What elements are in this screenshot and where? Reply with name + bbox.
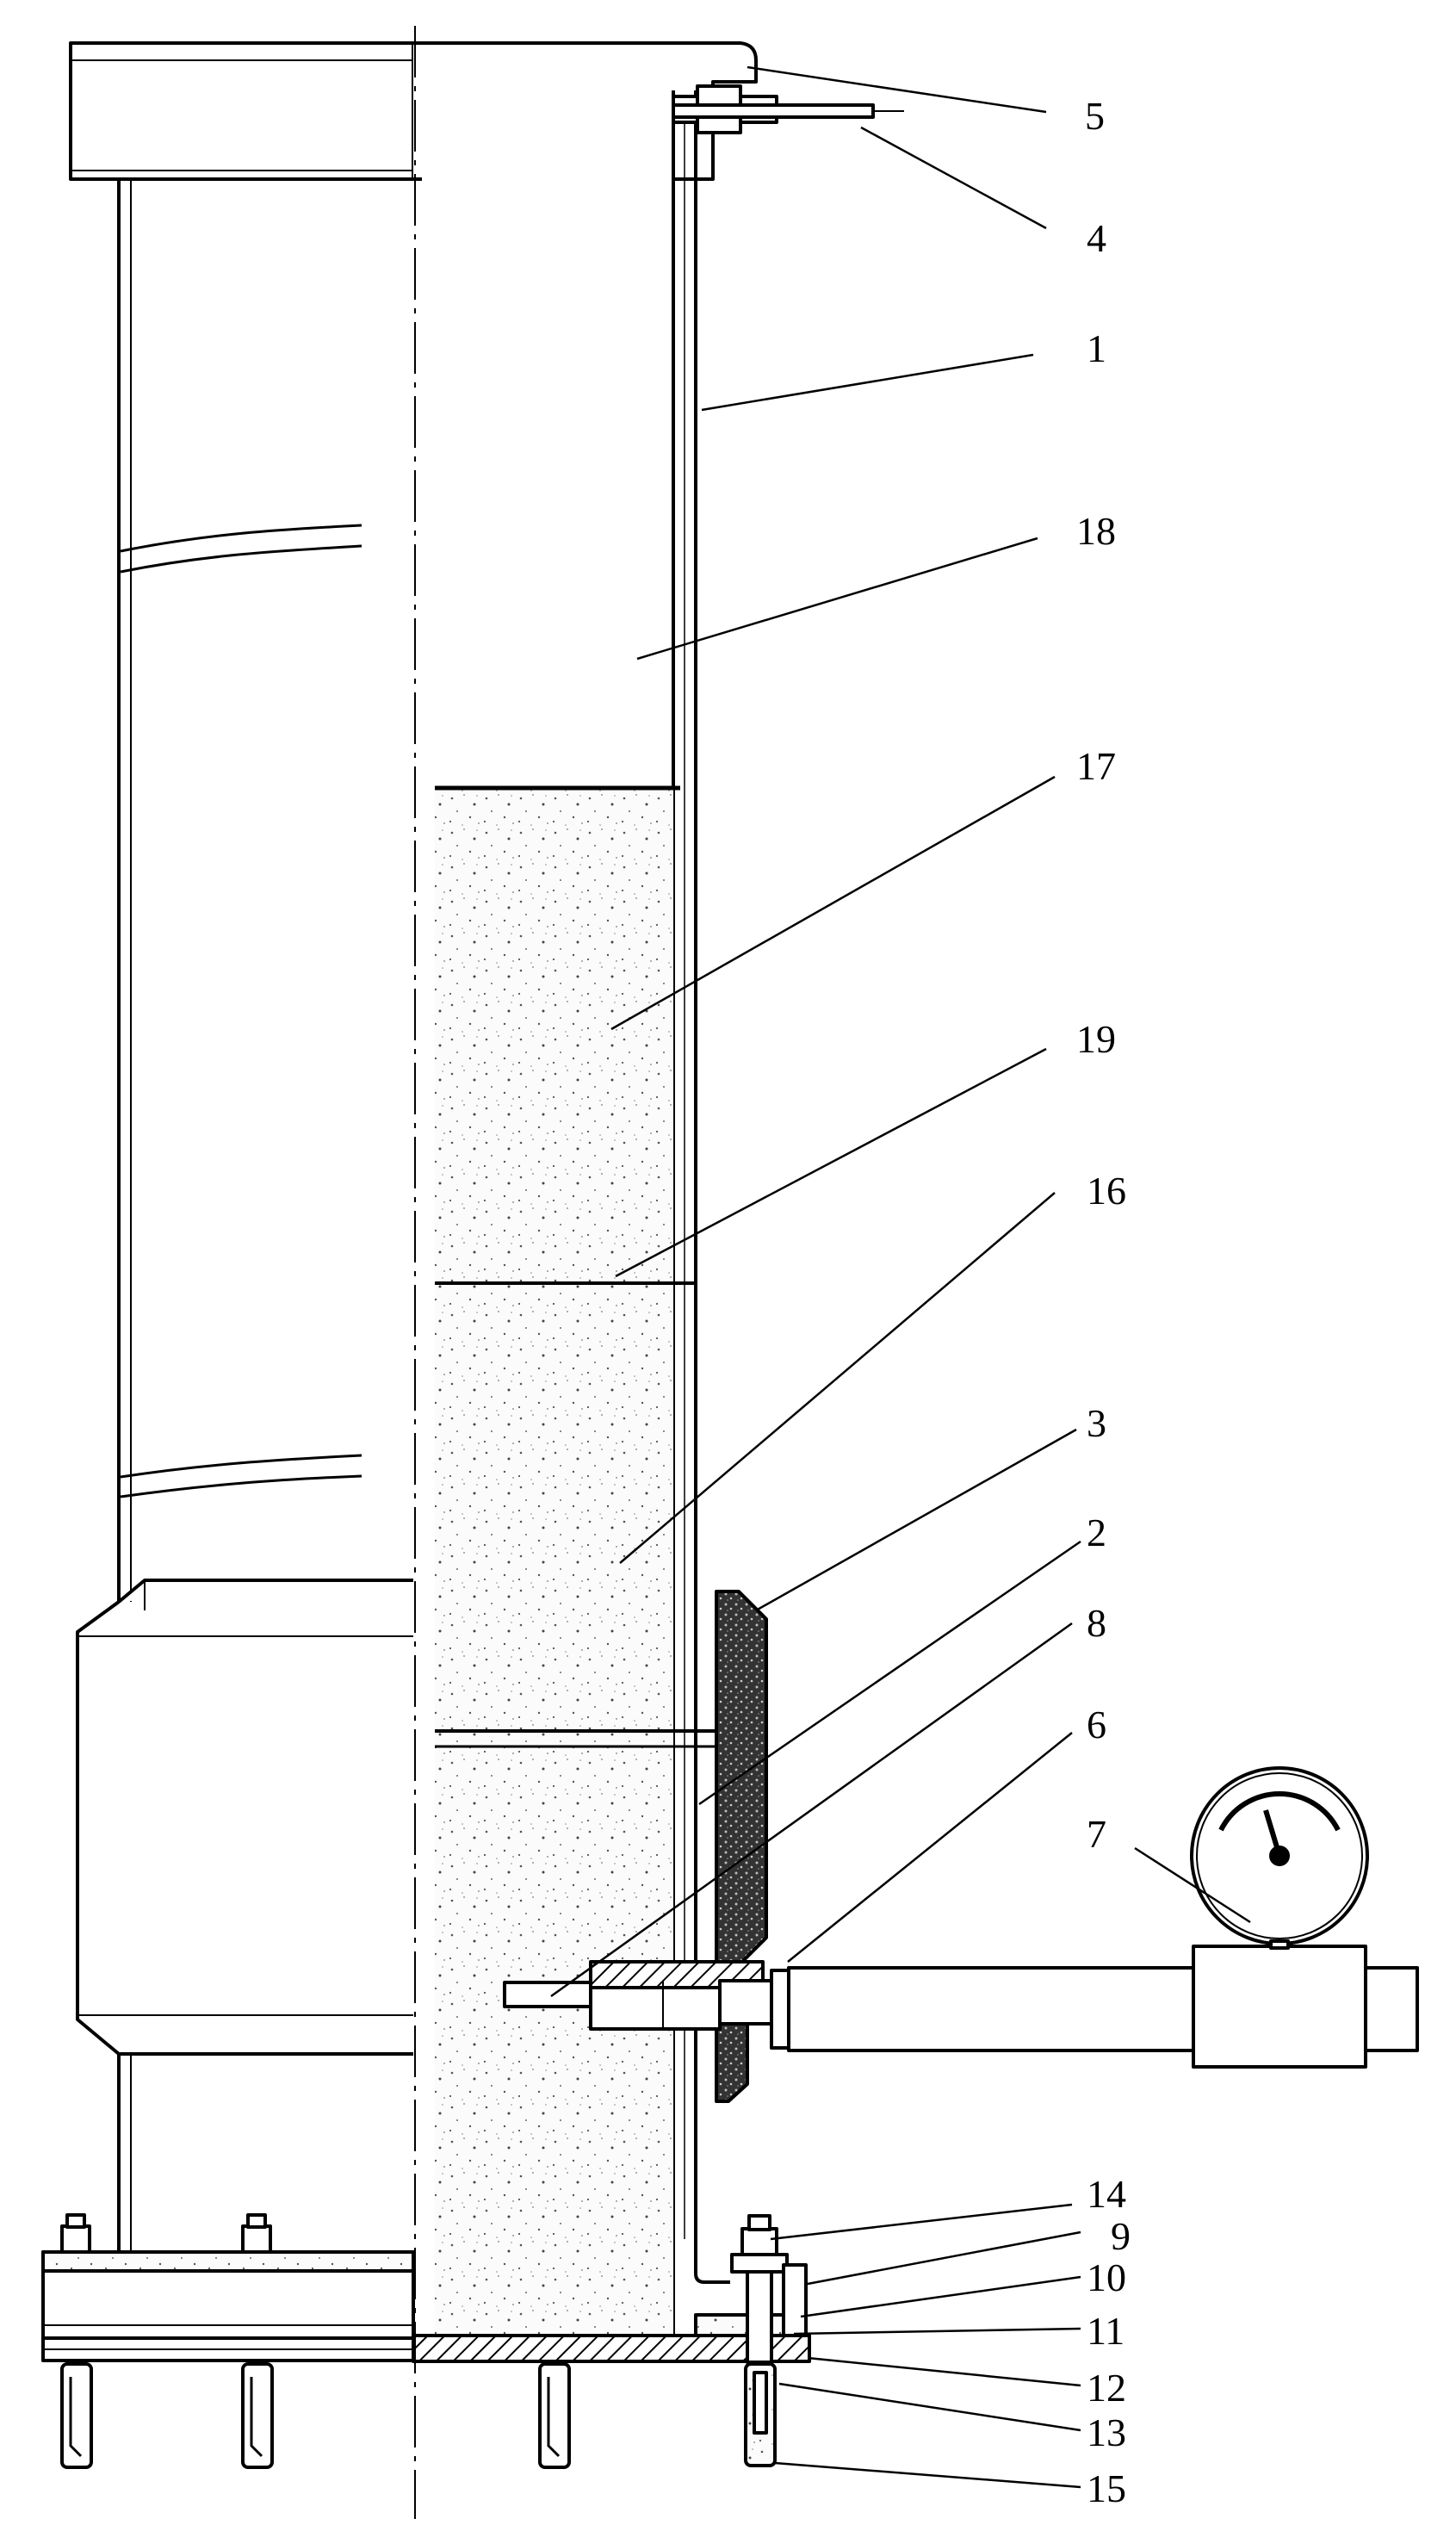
- bolt-left-2: [243, 2215, 270, 2252]
- sand-layer-middle: [435, 1283, 673, 1731]
- pressure-gauge: [1192, 1768, 1367, 1948]
- callout-label-7: 7: [1087, 1812, 1106, 1856]
- callout-label-4: 4: [1087, 216, 1106, 260]
- callout-label-19: 19: [1076, 1017, 1116, 1061]
- callout-label-6: 6: [1087, 1703, 1106, 1746]
- sand-layer-lower: [435, 1731, 673, 2334]
- callout-label-18: 18: [1076, 509, 1116, 553]
- callout-label-16: 16: [1087, 1169, 1126, 1213]
- sealing-pad: [716, 1591, 766, 1965]
- foot-2: [243, 2364, 272, 2467]
- callout-label-1: 1: [1087, 326, 1106, 370]
- callout-label-2: 2: [1087, 1511, 1106, 1554]
- callout-label-15: 15: [1087, 2466, 1126, 2510]
- bolt-left-1: [62, 2215, 90, 2252]
- foot-1: [62, 2364, 91, 2467]
- callout-label-8: 8: [1087, 1601, 1106, 1645]
- top-cap-left: [71, 43, 413, 179]
- lower-collar: [77, 1580, 413, 2054]
- callout-label-14: 14: [1087, 2172, 1126, 2216]
- sand-layer-upper: [435, 788, 673, 1283]
- callout-label-3: 3: [1087, 1401, 1106, 1445]
- callout-label-13: 13: [1087, 2410, 1126, 2454]
- callout-label-5: 5: [1085, 94, 1105, 138]
- callout-label-17: 17: [1076, 744, 1116, 788]
- foot-3: [540, 2364, 569, 2467]
- outlet-tube: [673, 86, 904, 133]
- callout-label-10: 10: [1087, 2255, 1126, 2299]
- gauge-pipe: [789, 1946, 1417, 2067]
- callout-label-9: 9: [1111, 2214, 1131, 2258]
- callout-label-11: 11: [1087, 2309, 1125, 2353]
- bottom-filler: [696, 2315, 790, 2336]
- callout-label-12: 12: [1087, 2366, 1126, 2410]
